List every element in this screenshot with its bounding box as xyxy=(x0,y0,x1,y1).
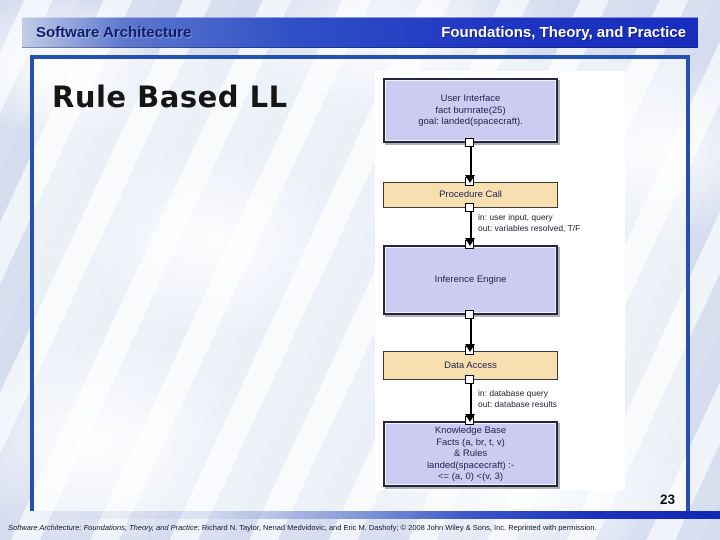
port-square xyxy=(465,203,474,212)
footer-citation: Software Architecture: Foundations, Theo… xyxy=(8,523,718,532)
connector-annotation: in: database query out: database results xyxy=(478,388,557,409)
box-user-interface: User Interface fact burnrate(25) goal: l… xyxy=(383,78,558,143)
box-text-line: Inference Engine xyxy=(434,274,507,286)
port-square xyxy=(465,310,474,319)
annotation-line: out: variables resolved, T/F xyxy=(478,222,581,233)
page-title: Rule Based LL xyxy=(52,80,288,114)
diagram-panel: User Interface fact burnrate(25) goal: l… xyxy=(375,71,625,490)
arrow-down-icon xyxy=(465,238,475,246)
box-text-line: landed(spacecraft) :- xyxy=(426,459,515,471)
header-bar: Software Architecture Foundations, Theor… xyxy=(22,17,698,48)
box-text-line: <= (a, 0) <(v, 3) xyxy=(437,471,504,483)
box-text-line: User Interface xyxy=(440,93,501,105)
box-knowledge-base: Knowledge Base Facts (a, br, t, v) & Rul… xyxy=(383,421,558,487)
port-square xyxy=(465,138,474,147)
port-square xyxy=(465,375,474,384)
annotation-line: in: user input, query xyxy=(478,212,553,222)
connector-line xyxy=(470,212,472,242)
box-text-line: Procedure Call xyxy=(439,189,502,201)
arrow-down-icon xyxy=(465,175,475,183)
box-text-line: & Rules xyxy=(453,448,488,460)
footer-book-title: Software Architecture: Foundations, Theo… xyxy=(8,523,198,532)
box-text-line: Knowledge Base xyxy=(434,425,507,437)
box-text-line: fact burnrate(25) xyxy=(435,104,506,116)
annotation-line: out: database results xyxy=(478,398,557,409)
connector-line xyxy=(470,147,472,177)
connector-line xyxy=(470,384,472,417)
book-subtitle: Foundations, Theory, and Practice xyxy=(441,24,686,41)
annotation-line: in: database query xyxy=(478,388,548,398)
bottom-accent-bar xyxy=(0,511,720,519)
box-inference-engine: Inference Engine xyxy=(383,245,558,315)
footer-credits: ; Richard N. Taylor, Nenad Medvidovic, a… xyxy=(197,523,597,532)
arrow-down-icon xyxy=(465,414,475,422)
connector-annotation: in: user input, query out: variables res… xyxy=(478,212,580,233)
connector-line xyxy=(470,319,472,348)
box-text-line: Facts (a, br, t, v) xyxy=(436,436,505,448)
box-text-line: goal: landed(spacecraft). xyxy=(418,116,523,128)
page-number: 23 xyxy=(659,492,675,507)
box-text-line: Data Access xyxy=(444,359,497,371)
arrow-down-icon xyxy=(465,344,475,352)
course-title: Software Architecture xyxy=(36,24,192,41)
